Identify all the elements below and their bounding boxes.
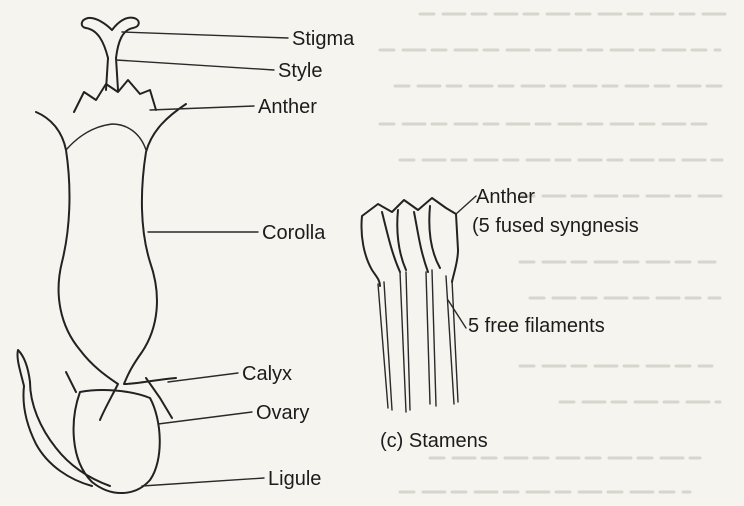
bleed-through-lines: [380, 14, 726, 492]
label-anther: Anther: [258, 96, 317, 118]
floret-drawing: [17, 18, 186, 493]
fused-anthers: [361, 198, 458, 286]
corolla-shape: [36, 104, 186, 420]
free-filaments: [378, 270, 458, 412]
stamens-drawing: [361, 198, 458, 412]
ligule-shape: [17, 350, 110, 486]
stigma-shape: [82, 18, 139, 58]
stamens-caption: (c) Stamens: [380, 430, 488, 452]
label-ovary: Ovary: [256, 402, 309, 424]
corolla-inner-rim: [66, 124, 146, 150]
ovary-shape: [74, 390, 160, 493]
label-calyx: Calyx: [242, 363, 292, 385]
label-fused-syngnesis: (5 fused syngnesis: [472, 215, 639, 237]
label-free-filaments: 5 free filaments: [468, 315, 605, 337]
anther-lobes: [74, 80, 156, 112]
label-corolla: Corolla: [262, 222, 326, 244]
label-stamen-anther: Anther: [476, 186, 535, 208]
label-style: Style: [278, 60, 322, 82]
label-ligule: Ligule: [268, 468, 321, 490]
label-stigma: Stigma: [292, 28, 355, 50]
